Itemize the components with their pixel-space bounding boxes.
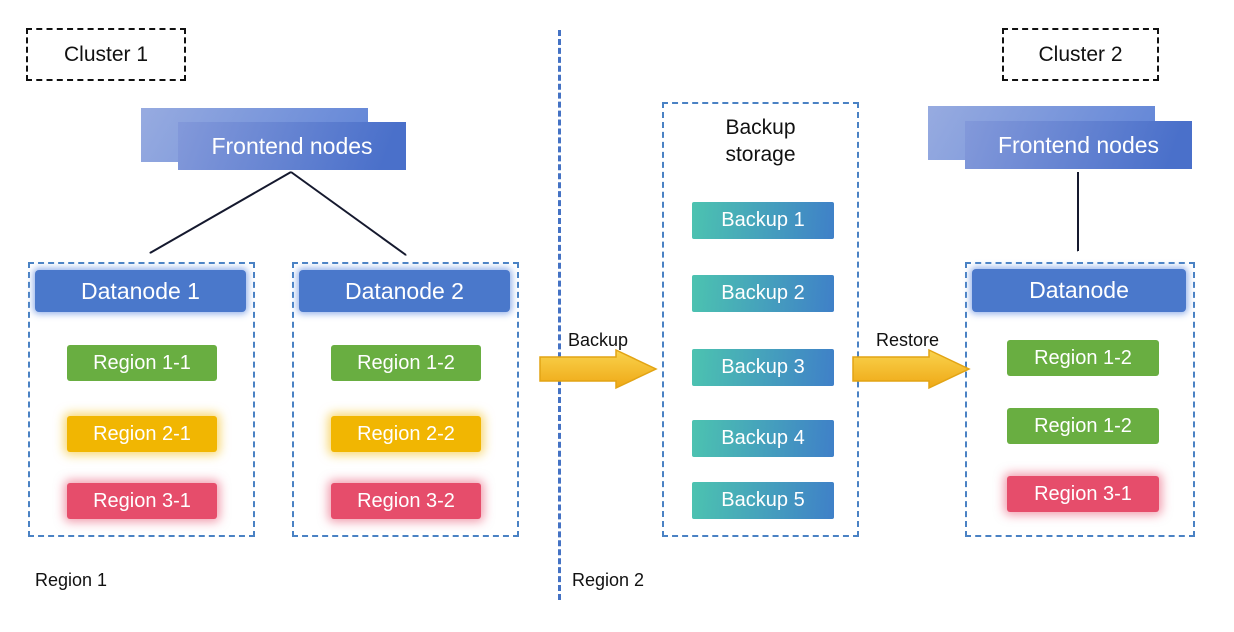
region-box: Region 1-2 [1007,408,1159,444]
backup-storage-box: Backup storage Backup 1 Backup 2 Backup … [662,102,859,537]
restore-flow-label: Restore [876,330,940,350]
backup-item-label: Backup 4 [721,427,805,449]
region-box: Region 1-1 [67,345,217,381]
datanode2-header: Datanode 2 [299,270,510,312]
backup-item-label: Backup 1 [721,209,805,231]
frontend-right-label: Frontend nodes [997,131,1160,158]
region-label: Region 3-1 [93,489,191,512]
region-box: Region 3-1 [1007,476,1159,512]
backup-item: Backup 3 [692,349,834,386]
frontend-right-box: Frontend nodes [965,121,1192,169]
datanode2-box: Datanode 2 Region 1-2 Region 2-2 Region … [292,262,519,537]
region1-footer-label: Region 1 [35,570,108,590]
region-label: Region 1-2 [357,351,455,374]
cluster2-label-box: Cluster 2 [1002,28,1159,81]
region-label: Region 2-2 [357,422,455,445]
datanode1-title: Datanode 1 [81,277,200,304]
datanode1-header: Datanode 1 [35,270,246,312]
region-label: Region 1-2 [1034,346,1132,369]
cluster1-label: Cluster 1 [63,42,149,66]
backup-item-label: Backup 3 [721,356,805,378]
frontend-left-box: Frontend nodes [178,122,406,170]
region-box: Region 3-2 [331,483,481,519]
region2-footer-label: Region 2 [572,570,645,590]
datanode1-box: Datanode 1 Region 1-1 Region 2-1 Region … [28,262,255,537]
region-box: Region 3-1 [67,483,217,519]
backup-item: Backup 4 [692,420,834,457]
cluster1-label-box: Cluster 1 [26,28,186,81]
backup-item: Backup 2 [692,275,834,312]
backup-item: Backup 1 [692,202,834,239]
backup-storage-title: Backup storage [725,116,796,167]
cluster2-label: Cluster 2 [1038,42,1123,66]
restore-arrow-icon [852,348,971,390]
frontend-left-label: Frontend nodes [211,132,373,159]
backup-item-label: Backup 5 [721,489,805,511]
datanode-cluster2-title: Datanode [1029,277,1129,303]
frontend-to-datanode1-arrow [150,171,292,254]
backup-item: Backup 5 [692,482,834,519]
region-label: Region 1-1 [93,351,191,374]
datanode-cluster2-box: Datanode Region 1-2 Region 1-2 Region 3-… [965,262,1195,537]
region-label: Region 2-1 [93,422,191,445]
region-box: Region 1-2 [1007,340,1159,376]
region-label: Region 1-2 [1034,414,1132,437]
region-label: Region 3-2 [357,489,455,512]
region-label: Region 3-1 [1034,482,1132,505]
backup-item-label: Backup 2 [721,282,805,304]
datanode-cluster2-header: Datanode [972,269,1186,312]
frontend-to-datanode2-arrow [290,171,406,256]
datanode2-title: Datanode 2 [345,277,464,304]
region-divider-line [558,30,561,600]
region-box: Region 1-2 [331,345,481,381]
backup-flow-label: Backup [568,330,629,350]
region-box: Region 2-2 [331,416,481,452]
region-box: Region 2-1 [67,416,217,452]
